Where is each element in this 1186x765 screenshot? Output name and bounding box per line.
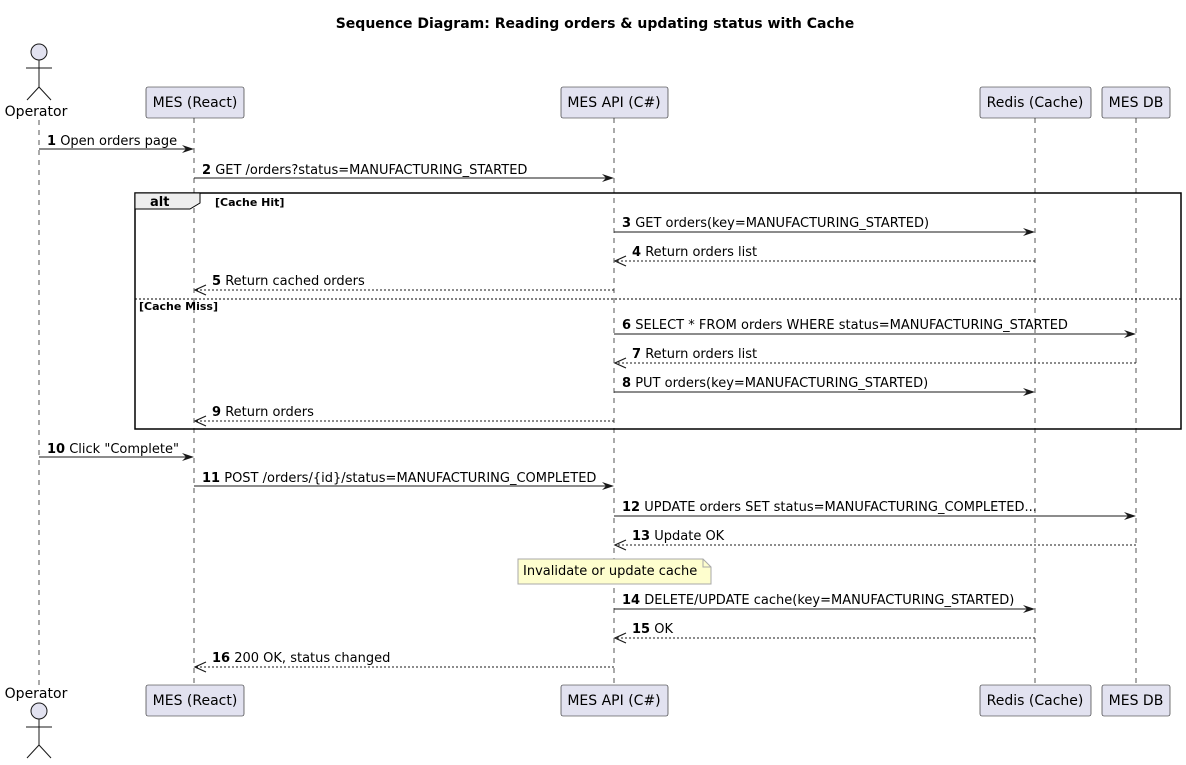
participant-label: Redis (Cache) bbox=[987, 693, 1084, 709]
note: Invalidate or update cache bbox=[517, 558, 712, 585]
arrowhead-icon bbox=[193, 661, 207, 673]
message-10[interactable]: 10 Click "Complete" bbox=[39, 442, 194, 461]
fragment-tab bbox=[134, 192, 201, 210]
participant-label: MES DB bbox=[1109, 693, 1164, 709]
fragment-guard-cache-hit: [Cache Hit] bbox=[215, 196, 284, 209]
message-12[interactable]: 12 UPDATE orders SET status=MANUFACTURIN… bbox=[614, 500, 1136, 520]
arrowhead-icon bbox=[602, 482, 614, 490]
participant-redis-top[interactable]: Redis (Cache) bbox=[979, 86, 1092, 119]
fragment-guard-cache-miss: [Cache Miss] bbox=[139, 300, 218, 313]
participants-top: Operator MES (React) MES API (C#) Redis … bbox=[5, 43, 1171, 120]
participant-label: MES API (C#) bbox=[567, 693, 660, 709]
participant-db-bottom[interactable]: MES DB bbox=[1101, 684, 1171, 717]
fragment-frame bbox=[134, 192, 1182, 430]
arrowhead-icon bbox=[613, 357, 627, 369]
message-11[interactable]: 11 POST /orders/{id}/status=MANUFACTURIN… bbox=[194, 471, 614, 490]
participant-redis-bottom[interactable]: Redis (Cache) bbox=[979, 684, 1092, 717]
diagram-title: Sequence Diagram: Reading orders & updat… bbox=[336, 16, 855, 32]
message-label: 12 UPDATE orders SET status=MANUFACTURIN… bbox=[622, 500, 1037, 515]
message-1[interactable]: 1 Open orders page bbox=[39, 134, 194, 153]
message-label: 2 GET /orders?status=MANUFACTURING_START… bbox=[202, 163, 527, 178]
message-label: 8 PUT orders(key=MANUFACTURING_STARTED) bbox=[622, 376, 928, 391]
arrowhead-icon bbox=[613, 632, 627, 644]
participant-react-top[interactable]: MES (React) bbox=[145, 86, 245, 119]
arrowhead-icon bbox=[613, 539, 627, 551]
message-7[interactable]: 7 Return orders list bbox=[613, 347, 1136, 369]
actor-icon bbox=[26, 702, 52, 759]
message-6[interactable]: 6 SELECT * FROM orders WHERE status=MANU… bbox=[614, 318, 1136, 338]
participant-label: Operator bbox=[5, 686, 68, 702]
participants-bottom: Operator MES (React) MES API (C#) Redis … bbox=[5, 684, 1171, 759]
participant-label: MES (React) bbox=[153, 95, 238, 111]
participant-label: MES DB bbox=[1109, 95, 1164, 111]
alt-fragment: alt [Cache Hit] [Cache Miss] bbox=[134, 192, 1182, 430]
message-2[interactable]: 2 GET /orders?status=MANUFACTURING_START… bbox=[194, 163, 614, 182]
message-label: 16 200 OK, status changed bbox=[212, 651, 390, 666]
arrowhead-icon bbox=[182, 453, 194, 461]
arrowhead-icon bbox=[602, 174, 614, 182]
message-label: 13 Update OK bbox=[632, 529, 725, 544]
message-label: 11 POST /orders/{id}/status=MANUFACTURIN… bbox=[202, 471, 596, 486]
arrowhead-icon bbox=[1023, 388, 1035, 396]
participant-label: Operator bbox=[5, 104, 68, 120]
participant-api-bottom[interactable]: MES API (C#) bbox=[560, 684, 669, 717]
message-label: 4 Return orders list bbox=[632, 245, 757, 260]
message-label: 3 GET orders(key=MANUFACTURING_STARTED) bbox=[622, 216, 929, 231]
messages: 1 Open orders page 2 GET /orders?status=… bbox=[39, 134, 1136, 673]
message-15[interactable]: 15 OK bbox=[613, 622, 1035, 644]
message-label: 15 OK bbox=[632, 622, 673, 637]
arrowhead-icon bbox=[182, 145, 194, 153]
arrowhead-icon bbox=[1023, 605, 1035, 613]
fragment-keyword: alt bbox=[150, 195, 169, 210]
message-label: 5 Return cached orders bbox=[212, 274, 365, 289]
message-label: 6 SELECT * FROM orders WHERE status=MANU… bbox=[622, 318, 1068, 333]
participant-api-top[interactable]: MES API (C#) bbox=[560, 86, 669, 119]
note-fold bbox=[702, 559, 711, 568]
message-4[interactable]: 4 Return orders list bbox=[613, 245, 1035, 267]
message-label: 1 Open orders page bbox=[47, 134, 177, 149]
message-3[interactable]: 3 GET orders(key=MANUFACTURING_STARTED) bbox=[614, 216, 1035, 236]
arrowhead-icon bbox=[1124, 330, 1136, 338]
lifelines bbox=[38, 118, 1137, 690]
arrowhead-icon bbox=[1023, 228, 1035, 236]
message-13[interactable]: 13 Update OK bbox=[613, 529, 1136, 551]
message-16[interactable]: 16 200 OK, status changed bbox=[193, 651, 614, 673]
actor-operator-top[interactable]: Operator bbox=[5, 43, 68, 120]
message-label: 14 DELETE/UPDATE cache(key=MANUFACTURING… bbox=[622, 593, 1014, 608]
message-label: 9 Return orders bbox=[212, 405, 314, 420]
arrowhead-icon bbox=[193, 284, 207, 296]
message-9[interactable]: 9 Return orders bbox=[193, 405, 614, 427]
actor-operator-bottom[interactable]: Operator bbox=[5, 686, 68, 759]
participant-label: MES API (C#) bbox=[567, 95, 660, 111]
note-text: Invalidate or update cache bbox=[523, 564, 697, 579]
message-5[interactable]: 5 Return cached orders bbox=[193, 274, 614, 296]
arrowhead-icon bbox=[613, 255, 627, 267]
arrowhead-icon bbox=[1124, 512, 1136, 520]
message-label: 10 Click "Complete" bbox=[47, 442, 179, 457]
participant-react-bottom[interactable]: MES (React) bbox=[145, 684, 245, 717]
note-shape bbox=[517, 558, 712, 585]
message-14[interactable]: 14 DELETE/UPDATE cache(key=MANUFACTURING… bbox=[614, 593, 1035, 613]
participant-label: MES (React) bbox=[153, 693, 238, 709]
participant-label: Redis (Cache) bbox=[987, 95, 1084, 111]
actor-icon bbox=[26, 43, 52, 101]
message-label: 7 Return orders list bbox=[632, 347, 757, 362]
participant-db-top[interactable]: MES DB bbox=[1101, 86, 1171, 119]
arrowhead-icon bbox=[193, 415, 207, 427]
message-8[interactable]: 8 PUT orders(key=MANUFACTURING_STARTED) bbox=[614, 376, 1035, 396]
